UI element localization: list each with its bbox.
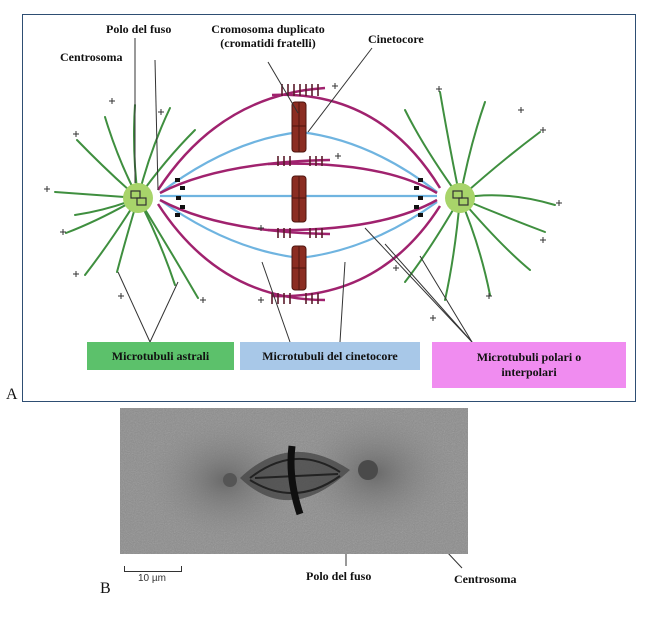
chromosome-bands xyxy=(292,102,306,290)
legend-kinetochore-label: Microtubuli del cinetocore xyxy=(262,348,398,363)
centrosome-left xyxy=(123,183,153,213)
legend-astral-microtubules: Microtubuli astrali xyxy=(87,342,234,370)
legend-kinetochore-microtubules: Microtubuli del cinetocore xyxy=(240,342,420,370)
label-duplicated-chromosome-line1: Cromosoma duplicato xyxy=(211,22,325,36)
label-centrosome: Centrosoma xyxy=(60,50,123,64)
label-kinetochore: Cinetocore xyxy=(368,32,424,46)
label-duplicated-chromosome-line2: (cromatidi fratelli) xyxy=(220,36,316,50)
legend-polar-microtubules: Microtubuli polari o interpolari xyxy=(432,342,626,388)
label-duplicated-chromosome: Cromosoma duplicato (cromatidi fratelli) xyxy=(211,22,324,50)
centrosome-right xyxy=(445,183,475,213)
legend-polar-label-line2: interpolari xyxy=(501,365,557,379)
panel-letter-b: B xyxy=(100,580,111,597)
scale-bar-label: 10 µm xyxy=(138,573,166,584)
panel-a-frame xyxy=(22,14,636,402)
spindle-micrograph xyxy=(120,408,468,554)
panel-letter-a: A xyxy=(6,386,18,403)
legend-astral-label: Microtubuli astrali xyxy=(111,348,210,363)
plus-end-markers xyxy=(44,83,562,321)
kinetochore-microtubules xyxy=(159,130,438,260)
kinetochore-dots xyxy=(175,178,423,217)
scale-bar xyxy=(124,566,182,572)
label-spindle-pole: Polo del fuso xyxy=(106,22,172,36)
label-b-centrosome: Centrosoma xyxy=(454,572,517,586)
legend-polar-label-line1: Microtubuli polari o xyxy=(476,350,582,364)
label-b-spindle-pole: Polo del fuso xyxy=(306,569,372,583)
overlap-zones xyxy=(271,84,323,304)
